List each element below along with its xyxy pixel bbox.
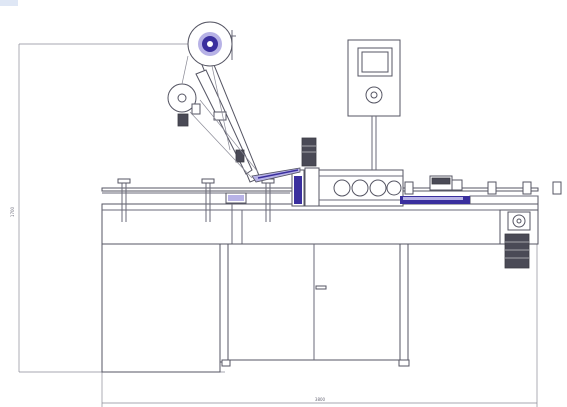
guide-post-2 xyxy=(201,178,215,222)
foot-right xyxy=(398,359,410,367)
bottle-5 xyxy=(552,181,562,195)
bottle-4 xyxy=(522,181,532,195)
left-frame xyxy=(101,243,221,373)
roller-station xyxy=(291,137,470,207)
cabinet xyxy=(227,243,407,361)
bottle-3 xyxy=(487,181,497,195)
width-dimension-label: 3800 xyxy=(315,397,326,402)
drive-motor xyxy=(504,211,531,269)
machine-cabinet xyxy=(101,203,539,373)
labeling-head xyxy=(167,21,301,183)
motor-icon xyxy=(504,233,530,269)
guide-post-1 xyxy=(117,178,131,222)
height-dimension-label: 1700 xyxy=(10,206,15,217)
control-panel-icon xyxy=(347,39,401,170)
corner-tab xyxy=(0,0,18,6)
foot-left xyxy=(221,359,231,367)
door-handle xyxy=(315,285,327,290)
label-roll-icon xyxy=(187,21,233,67)
bottle-2 xyxy=(404,181,414,195)
